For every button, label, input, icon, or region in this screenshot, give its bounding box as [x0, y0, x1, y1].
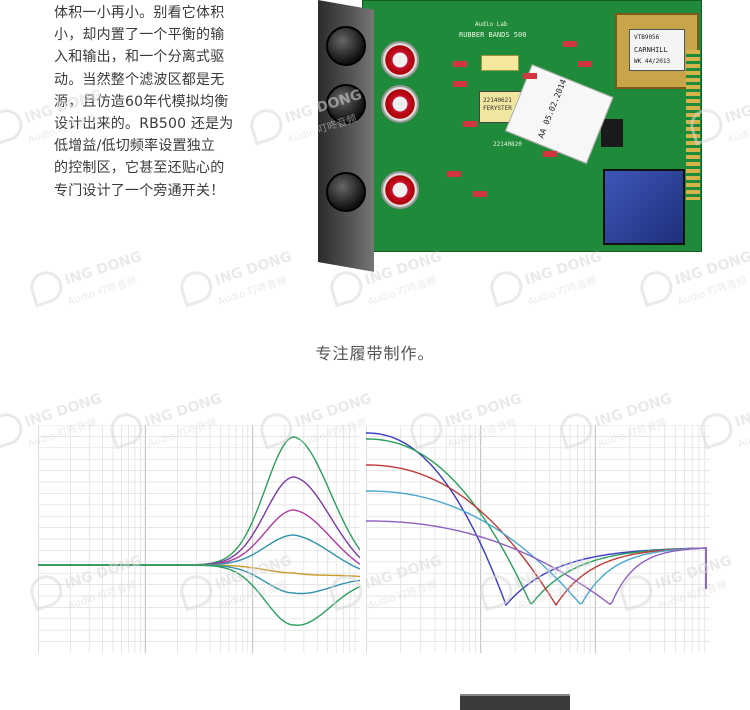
- response-curve: [38, 476, 360, 566]
- resistor: [523, 73, 537, 79]
- part-label: 22140621: [483, 97, 512, 104]
- potentiometer: [381, 171, 419, 209]
- transformer-code: VTB9056: [634, 34, 660, 41]
- resistor: [453, 61, 467, 67]
- resistor: [578, 61, 592, 67]
- description-line: 源，且仿造60年代模拟均衡: [54, 93, 229, 110]
- pcb-brand-label: Audio Lab: [475, 21, 508, 28]
- description-line: 设计出来的。RB500 还是为: [54, 116, 234, 133]
- response-curve: [38, 436, 360, 566]
- right-graph-svg: [366, 425, 710, 653]
- watermark-logo-icon: [0, 105, 27, 146]
- resistor: [543, 151, 557, 157]
- response-curve: [366, 432, 707, 607]
- resistor: [463, 121, 477, 127]
- capacitor-block: [603, 169, 685, 245]
- watermark-logo-icon: [26, 267, 67, 308]
- watermark-logo-icon: [246, 105, 287, 146]
- response-curve: [38, 564, 360, 626]
- response-curve: [366, 464, 707, 607]
- watermark-logo-icon: [0, 409, 27, 450]
- caption: 专注履带制作。: [315, 344, 435, 363]
- frequency-response-right: [366, 425, 710, 653]
- response-curve: [366, 490, 707, 605]
- resistor: [447, 171, 461, 177]
- resistor: [473, 191, 487, 197]
- transformer-date: WK 44/2013: [634, 58, 671, 65]
- watermark-logo-icon: [176, 267, 217, 308]
- response-curve: [38, 509, 360, 566]
- description-line: 专门设计了一个旁通开关！: [54, 182, 225, 199]
- knob: [326, 84, 366, 124]
- description-line: 的控制区，它甚至还贴心的: [54, 160, 225, 177]
- description-line: 小，却内置了一个平衡的输: [54, 27, 225, 44]
- transformer: CARNHILL VTB9056 WK 44/2013: [615, 13, 699, 89]
- date-sticker: AA 05.02.2014: [505, 64, 614, 164]
- ic-chip: [601, 119, 623, 147]
- response-curve: [366, 438, 707, 605]
- resistor: [563, 41, 577, 47]
- knob: [326, 172, 366, 212]
- potentiometer: [381, 85, 419, 123]
- response-curve: [38, 564, 360, 578]
- circuit-board: Audio Lab RUBBER BANDS 500 22140621 FERY…: [362, 0, 702, 252]
- potentiometer: [381, 41, 419, 79]
- product-description: 体积一小再小。别看它体积 小，却内置了一个平衡的输 入和输出，和一个分离式驱 动…: [54, 2, 250, 202]
- transformer-label: CARNHILL VTB9056 WK 44/2013: [629, 29, 685, 71]
- response-curve: [38, 564, 360, 595]
- description-line: 低增益/低切频率设置独立: [54, 138, 216, 155]
- part-label: FERYSTER: [483, 105, 512, 112]
- sticker-text: AA 05.02.2014: [536, 78, 569, 140]
- response-curve: [366, 520, 707, 606]
- resistor: [453, 81, 467, 87]
- transformer-brand: CARNHILL: [634, 46, 668, 54]
- watermark-logo-icon: [486, 267, 527, 308]
- left-graph-svg: [38, 425, 360, 653]
- frequency-response-left: [38, 425, 360, 653]
- pcb-model-label: RUBBER BANDS 500: [459, 31, 527, 39]
- product-photo: Audio Lab RUBBER BANDS 500 22140621 FERY…: [318, 0, 702, 272]
- watermark-logo-icon: [326, 267, 367, 308]
- description-line: 动。当然整个滤波区都是无: [54, 71, 225, 88]
- description-line: 体积一小再小。别看它体积: [54, 5, 225, 21]
- watermark-logo-icon: [636, 267, 677, 308]
- edge-connector: [686, 50, 700, 200]
- knob: [326, 26, 366, 66]
- device-photo-partial: [460, 694, 570, 710]
- label-gc: [481, 55, 519, 71]
- description-line: 入和输出，和一个分离式驱: [54, 49, 225, 66]
- part-label: 22140820: [493, 141, 522, 148]
